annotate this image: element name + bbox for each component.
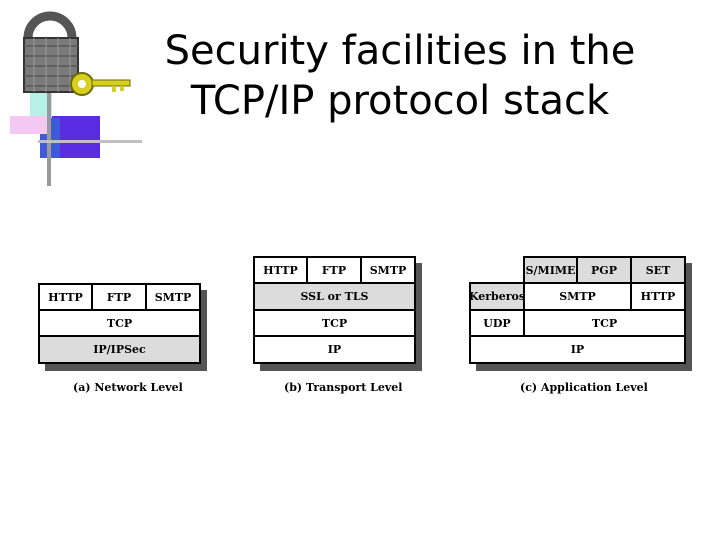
layer-tcp: TCP	[253, 309, 416, 337]
padlock-key-icon	[10, 11, 142, 186]
layer-smtp: SMTP	[145, 283, 201, 311]
layer-http: HTTP	[38, 283, 93, 311]
shadow	[45, 364, 207, 371]
layer-http: HTTP	[253, 256, 308, 284]
layer-ip-ipsec: IP/IPSec	[38, 335, 201, 364]
layer-smtp: SMTP	[360, 256, 416, 284]
slide-title: Security facilities in the TCP/IP protoc…	[120, 26, 680, 126]
caption-network-level: (a) Network Level	[73, 381, 183, 394]
shadow	[415, 263, 422, 371]
caption-transport-level: (b) Transport Level	[284, 381, 403, 394]
layer-kerberos: Kerberos	[469, 282, 525, 311]
layer-http: HTTP	[630, 282, 686, 311]
padlock-logo	[0, 0, 150, 200]
title-line-2: TCP/IP protocol stack	[190, 78, 610, 124]
layer-s-mime: S/MIME	[523, 256, 578, 284]
shadow	[200, 290, 207, 371]
shadow	[476, 364, 692, 371]
layer-tcp: TCP	[38, 309, 201, 337]
layer-ssl-tls: SSL or TLS	[253, 282, 416, 311]
layer-ip: IP	[253, 335, 416, 364]
layer-pgp: PGP	[576, 256, 632, 284]
layer-smtp: SMTP	[523, 282, 632, 311]
layer-ip: IP	[469, 335, 686, 364]
shadow	[260, 364, 422, 371]
layer-ftp: FTP	[91, 283, 147, 311]
layer-tcp: TCP	[523, 309, 686, 337]
layer-ftp: FTP	[306, 256, 362, 284]
layer-set: SET	[630, 256, 686, 284]
shadow	[685, 263, 692, 371]
layer-udp: UDP	[469, 309, 525, 337]
title-line-1: Security facilities in the	[164, 28, 636, 74]
caption-application-level: (c) Application Level	[520, 381, 648, 394]
